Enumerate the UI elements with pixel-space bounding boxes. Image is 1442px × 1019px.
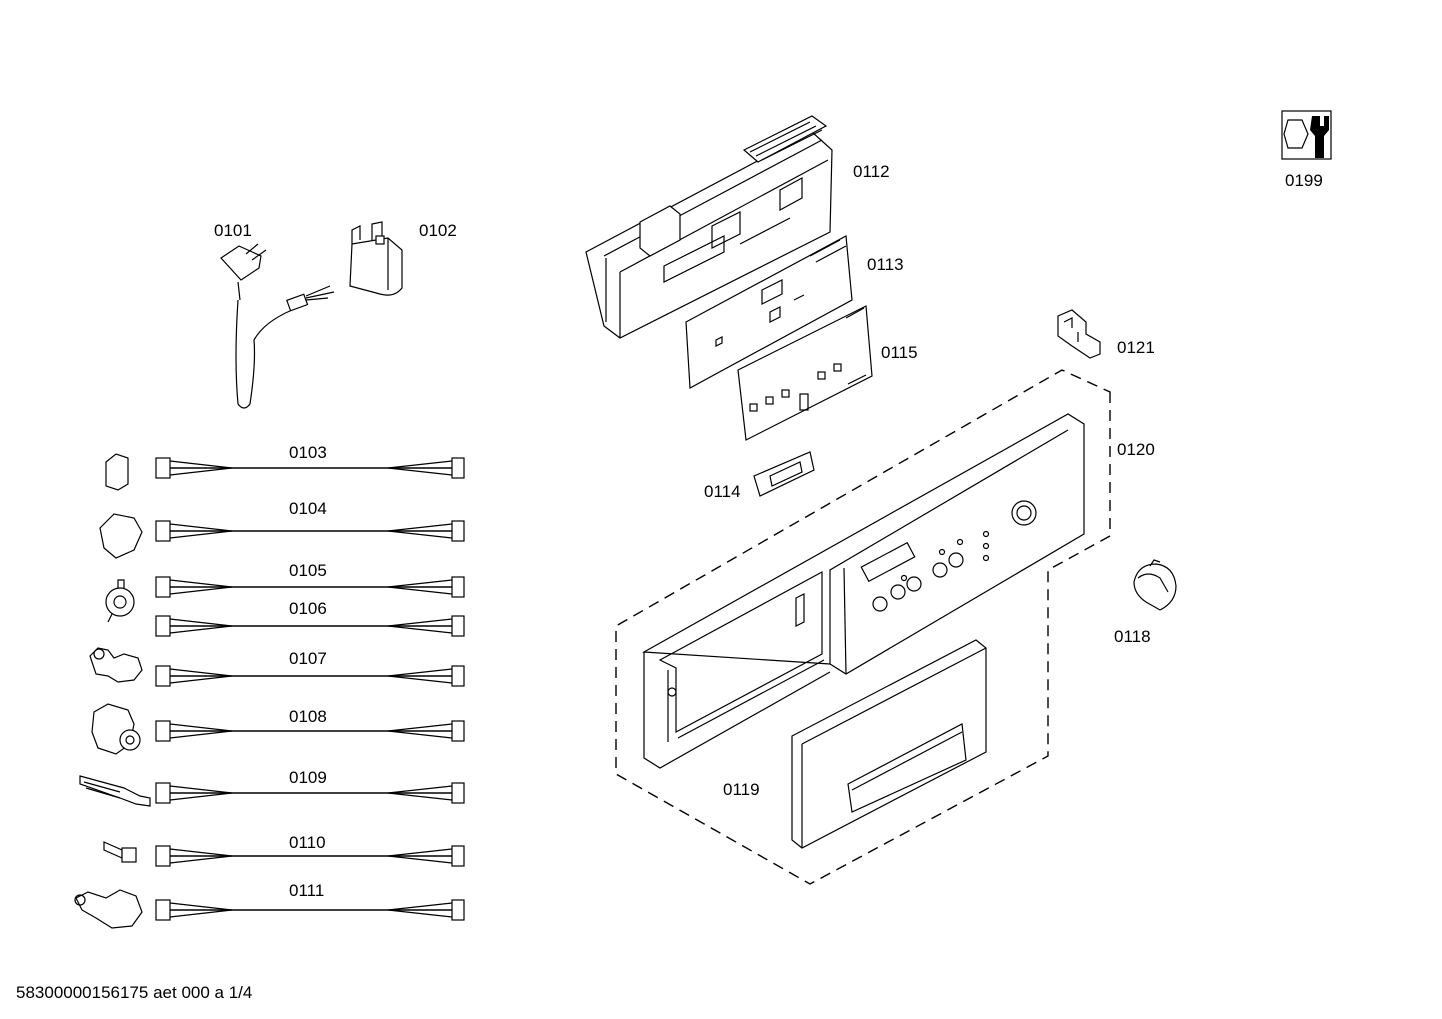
callout-0102: 0102 [419,221,457,240]
harness-0104 [99,513,465,559]
callout-0108: 0108 [289,707,327,726]
harness-0105 [105,576,465,623]
circuit-board-lower [737,305,873,441]
wire-harness-rows [74,453,465,929]
callout-0120: 0120 [1117,440,1155,459]
harness-0110 [103,841,465,867]
document-id: 58300000156175 aet 000 a 1/4 [16,983,252,1002]
callout-0106: 0106 [289,599,327,618]
callout-0118: 0118 [1114,627,1151,646]
harness-0103 [105,453,465,491]
callout-0114: 0114 [704,482,741,501]
callout-0107: 0107 [289,649,327,668]
callout-0104: 0104 [289,499,327,518]
callout-0115: 0115 [881,343,918,362]
display-module [753,451,815,497]
wrench-nut-icon [1281,110,1332,160]
group-boundary-0120 [615,369,1111,885]
control-panel-fascia [641,413,1085,769]
circuit-board-upper [685,235,853,389]
dispenser-drawer-handle [791,639,987,849]
callout-0113: 0113 [867,255,904,274]
callout-0121: 0121 [1117,338,1155,357]
harness-0106 [155,615,465,637]
callout-0105: 0105 [289,561,327,580]
programme-knob [1133,559,1177,611]
callout-0112: 0112 [853,162,890,181]
harness-0108 [91,703,465,755]
door-switch-part [1057,309,1101,359]
callout-0101: 0101 [214,221,252,240]
callout-0119: 0119 [723,780,760,799]
power-cord [220,243,335,409]
callout-0110: 0110 [289,833,326,852]
harness-0107 [89,647,465,687]
harness-0111 [74,889,465,929]
harness-0109 [79,775,465,807]
callout-0199: 0199 [1285,171,1323,190]
callout-0111: 0111 [289,881,324,900]
callout-0103: 0103 [289,443,327,462]
callout-0109: 0109 [289,768,327,787]
control-module-housing [585,115,833,339]
interference-suppressor [349,221,403,296]
